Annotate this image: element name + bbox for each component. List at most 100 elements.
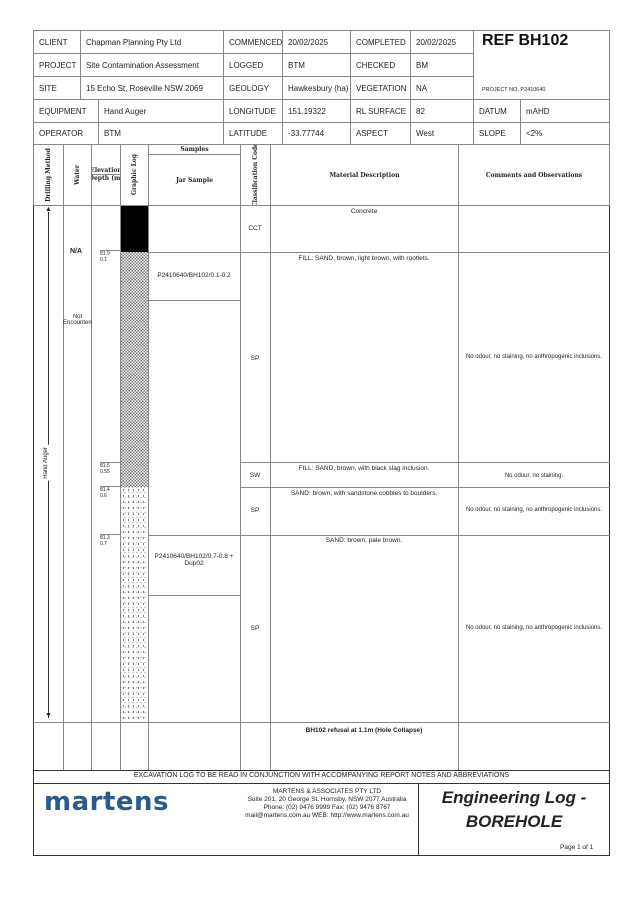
divider — [91, 205, 92, 771]
document-title-line2: BOREHOLE — [465, 812, 563, 831]
aspect-value: West — [410, 122, 474, 145]
col-graphic-label: Graphic Log — [131, 154, 138, 196]
col-jar-sample: Jar Sample — [148, 154, 241, 206]
graphic-fill-sand — [121, 252, 148, 487]
jar-sample: P2410640/BH102/0.1-0.2 — [157, 272, 231, 279]
operator-label: OPERATOR — [33, 122, 99, 145]
company-info: MARTENS & ASSOCIATES PTY LTD Suite 201, … — [232, 788, 422, 820]
equipment-label: EQUIPMENT — [33, 99, 99, 123]
arrow-up-icon: ▲ — [45, 206, 52, 213]
divider — [33, 722, 610, 723]
operator-value: BTM — [98, 122, 224, 145]
col-water-label: Water — [74, 165, 81, 185]
report-note: EXCAVATION LOG TO BE READ IN CONJUNCTION… — [133, 772, 510, 779]
datum-value: mAHD — [520, 99, 610, 123]
latitude-value: -33.77744 — [282, 122, 351, 145]
martens-logo: martens — [44, 787, 170, 817]
site-value: 15 Echo St, Roseville NSW 2069 — [80, 76, 224, 100]
checked-value: BM — [410, 53, 474, 77]
class-code: SP — [250, 507, 260, 514]
water-na: N/A — [70, 248, 83, 255]
col-elevation: Elevation — [91, 144, 121, 175]
col-graphic-log: Graphic Log — [120, 144, 149, 206]
comment: No odour, no staining, no anthropogenic … — [465, 354, 603, 360]
ref-title: REF BH102 — [482, 32, 569, 49]
project-no: PROJECT NO. P2410640 — [482, 87, 546, 93]
col-classification: Classification Code — [240, 144, 271, 206]
col-material: Material Description — [270, 144, 459, 206]
document-title-line1: Engineering Log - — [441, 788, 587, 807]
material-description: SAND: brown, with sandstone cobbles to b… — [290, 490, 438, 497]
divider — [33, 783, 610, 784]
refusal-note: BH102 refusal at 1.1m (Hole Collapse) — [305, 727, 423, 734]
company-name: MARTENS & ASSOCIATES PTY LTD — [272, 788, 382, 795]
material-description: SAND: brown, pale brown. — [325, 537, 403, 544]
client-value: Chapman Planning Pty Ltd — [80, 30, 224, 54]
equipment-value: Hand Auger — [98, 99, 224, 123]
document-title: Engineering Log - BOREHOLE — [418, 786, 610, 834]
material-description: FILL: SAND, brown, with black slag inclu… — [298, 465, 430, 472]
col-class-label: Classification Code — [252, 144, 259, 206]
divider — [240, 205, 241, 771]
rl-surface-value: 82 — [410, 99, 474, 123]
elevation-value: 81.3 — [100, 535, 110, 541]
divider — [418, 783, 419, 855]
latitude-label: LATITUDE — [223, 122, 283, 145]
divider — [240, 462, 610, 463]
drilling-method-value: Hand Auger — [43, 445, 49, 481]
col-comments: Comments and Observations — [458, 144, 610, 206]
divider — [240, 535, 610, 536]
site-label: SITE — [33, 76, 81, 100]
slope-value: <2% — [520, 122, 610, 145]
divider — [63, 205, 64, 771]
divider — [148, 252, 240, 253]
divider — [148, 535, 240, 536]
jar-sample: P2410640/BH102/0.7-0.8 + Dup02 — [154, 553, 234, 567]
company-address: Suite 201, 20 George St. Hornsby, NSW 20… — [247, 796, 407, 803]
material-description: Concrete — [350, 208, 378, 215]
company-phone: Phone: (02) 9476 9999 Fax: (02) 9476 876… — [263, 804, 391, 811]
divider — [148, 205, 149, 771]
completed-value: 20/02/2025 — [410, 30, 474, 54]
geology-label: GEOLOGY — [223, 76, 283, 100]
class-code: SP — [250, 625, 260, 632]
col-drilling-label: Drilling Method — [45, 148, 52, 202]
elevation-value: 81.5 — [100, 463, 110, 469]
depth-value: 0.7 — [100, 541, 107, 547]
divider — [120, 205, 121, 771]
longitude-value: 151.19322 — [282, 99, 351, 123]
client-label: CLIENT — [33, 30, 81, 54]
col-depth: Depth (m) — [91, 174, 121, 206]
commenced-label: COMMENCED — [223, 30, 283, 54]
rl-surface-label: RL SURFACE — [350, 99, 411, 123]
checked-label: CHECKED — [350, 53, 411, 77]
page-number: Page 1 of 1 — [560, 844, 594, 851]
vegetation-value: NA — [410, 76, 474, 100]
elevation-value: 81.9 — [100, 251, 110, 257]
comment: No odour, no staining, no anthropogenic … — [465, 507, 603, 513]
col-drilling-method: Drilling Method — [33, 144, 64, 206]
longitude-label: LONGITUDE — [223, 99, 283, 123]
logged-label: LOGGED — [223, 53, 283, 77]
divider — [240, 252, 610, 253]
col-water: Water — [63, 144, 92, 206]
arrow-down-icon: ▼ — [45, 712, 52, 719]
water-status: Not Encountere — [63, 314, 92, 326]
graphic-sand — [121, 487, 148, 722]
comment: No odour, no staining, no anthropogenic … — [465, 625, 603, 631]
ref-box: REF BH102 PROJECT NO. P2410640 — [473, 30, 610, 100]
logged-value: BTM — [282, 53, 351, 77]
vegetation-label: VEGETATION — [350, 76, 411, 100]
depth-value: 0.1 — [100, 257, 107, 263]
commenced-value: 20/02/2025 — [282, 30, 351, 54]
geology-value: Hawkesbury (ha) — [282, 76, 351, 100]
divider — [270, 205, 271, 771]
material-description: FILL: SAND, brown, light brown, with roo… — [298, 255, 430, 262]
comment: No odour, no staining. — [504, 473, 564, 479]
class-code: SP — [250, 355, 260, 362]
company-web: mail@martens.com.au WEB: http://www.mart… — [245, 812, 409, 819]
